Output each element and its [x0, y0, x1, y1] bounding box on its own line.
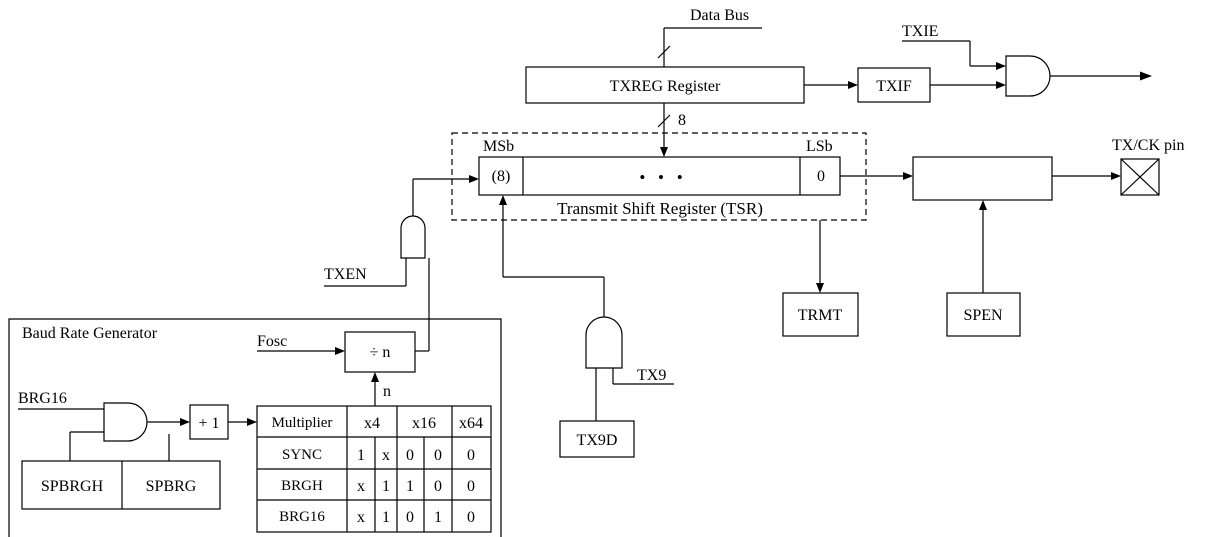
table-cell: 1 — [382, 509, 390, 526]
baud-rate-generator-label: Baud Rate Generator — [22, 325, 158, 342]
table-cell: 0 — [434, 478, 442, 495]
table-row-name: BRGH — [281, 478, 323, 494]
table-cell: 1 — [406, 478, 414, 495]
table-cell: 1 — [382, 478, 390, 495]
table-cell: x — [357, 509, 365, 526]
table-header-cell: x16 — [412, 415, 436, 432]
tx-ck-pin-label: TX/CK pin — [1112, 137, 1184, 154]
tx9d-bit: TX9D — [559, 420, 635, 458]
table-header-cell: Multiplier — [272, 415, 333, 431]
interrupt-and-gate — [1005, 55, 1051, 97]
brg16-and-gate — [103, 402, 148, 442]
txreg-register-label: TXREG Register — [610, 78, 721, 95]
tx-ck-pin-icon — [1120, 158, 1160, 196]
tsr-msb-bit: (8) — [492, 168, 511, 185]
spen-bit: SPEN — [946, 292, 1021, 337]
divide-by-n-block: ÷ n — [344, 331, 416, 373]
table-cell: 0 — [406, 447, 414, 464]
divide-by-n-label: ÷ n — [370, 344, 391, 361]
table-cell: 0 — [467, 509, 475, 526]
table-cell: 0 — [406, 509, 414, 526]
table-cell: 0 — [434, 447, 442, 464]
trmt-label: TRMT — [798, 307, 843, 324]
txif-label: TXIF — [876, 78, 912, 95]
tx9d-label: TX9D — [577, 432, 618, 449]
txif-flag: TXIF — [857, 67, 931, 103]
transmit-shift-register: (8) • • • 0 — [478, 156, 841, 196]
txreg-register: TXREG Register — [525, 66, 805, 104]
table-header-cell: x64 — [459, 415, 483, 432]
tsr-ellipsis: • • • — [639, 168, 682, 187]
table-cell: x — [357, 478, 365, 495]
txie-label: TXIE — [902, 23, 938, 40]
table-row-name: BRG16 — [279, 509, 325, 525]
output-buffer — [912, 156, 1053, 201]
table-cell: 0 — [467, 447, 475, 464]
tx9-and-gate — [585, 316, 623, 369]
fosc-label: Fosc — [257, 333, 287, 350]
tx9-label: TX9 — [637, 367, 666, 384]
table-cell: 0 — [467, 478, 475, 495]
spbrgh-label: SPBRGH — [41, 478, 104, 495]
spbrg-registers: SPBRGH SPBRG — [21, 460, 221, 510]
table-row-name: SYNC — [282, 447, 322, 463]
lsb-label: LSb — [806, 138, 833, 155]
n-label: n — [383, 383, 391, 400]
msb-label: MSb — [483, 138, 514, 155]
tsr-lsb-bit: 0 — [817, 168, 825, 185]
plus-one-label: + 1 — [198, 415, 219, 432]
bus-width-label: 8 — [678, 112, 686, 129]
table-cell: 1 — [434, 509, 442, 526]
brg16-input-label: BRG16 — [18, 390, 67, 407]
data-bus-label: Data Bus — [690, 7, 749, 24]
table-cell: x — [382, 447, 390, 464]
tsr-name-label: Transmit Shift Register (TSR) — [557, 199, 763, 218]
table-header-cell: x4 — [364, 415, 380, 432]
table-cell: 1 — [357, 447, 365, 464]
trmt-flag: TRMT — [782, 292, 859, 337]
data-bus: Data Bus — [657, 7, 762, 67]
plus-one-block: + 1 — [189, 404, 229, 440]
spbrg-label: SPBRG — [146, 478, 197, 495]
spen-label: SPEN — [963, 307, 1003, 324]
txen-label: TXEN — [324, 266, 367, 283]
multiplier-table: Multiplier x4 x16 x64 SYNC 1 x 0 0 0 BRG… — [256, 405, 492, 533]
txen-and-gate — [400, 215, 426, 259]
baud-rate-generator: Baud Rate Generator — [8, 318, 502, 537]
